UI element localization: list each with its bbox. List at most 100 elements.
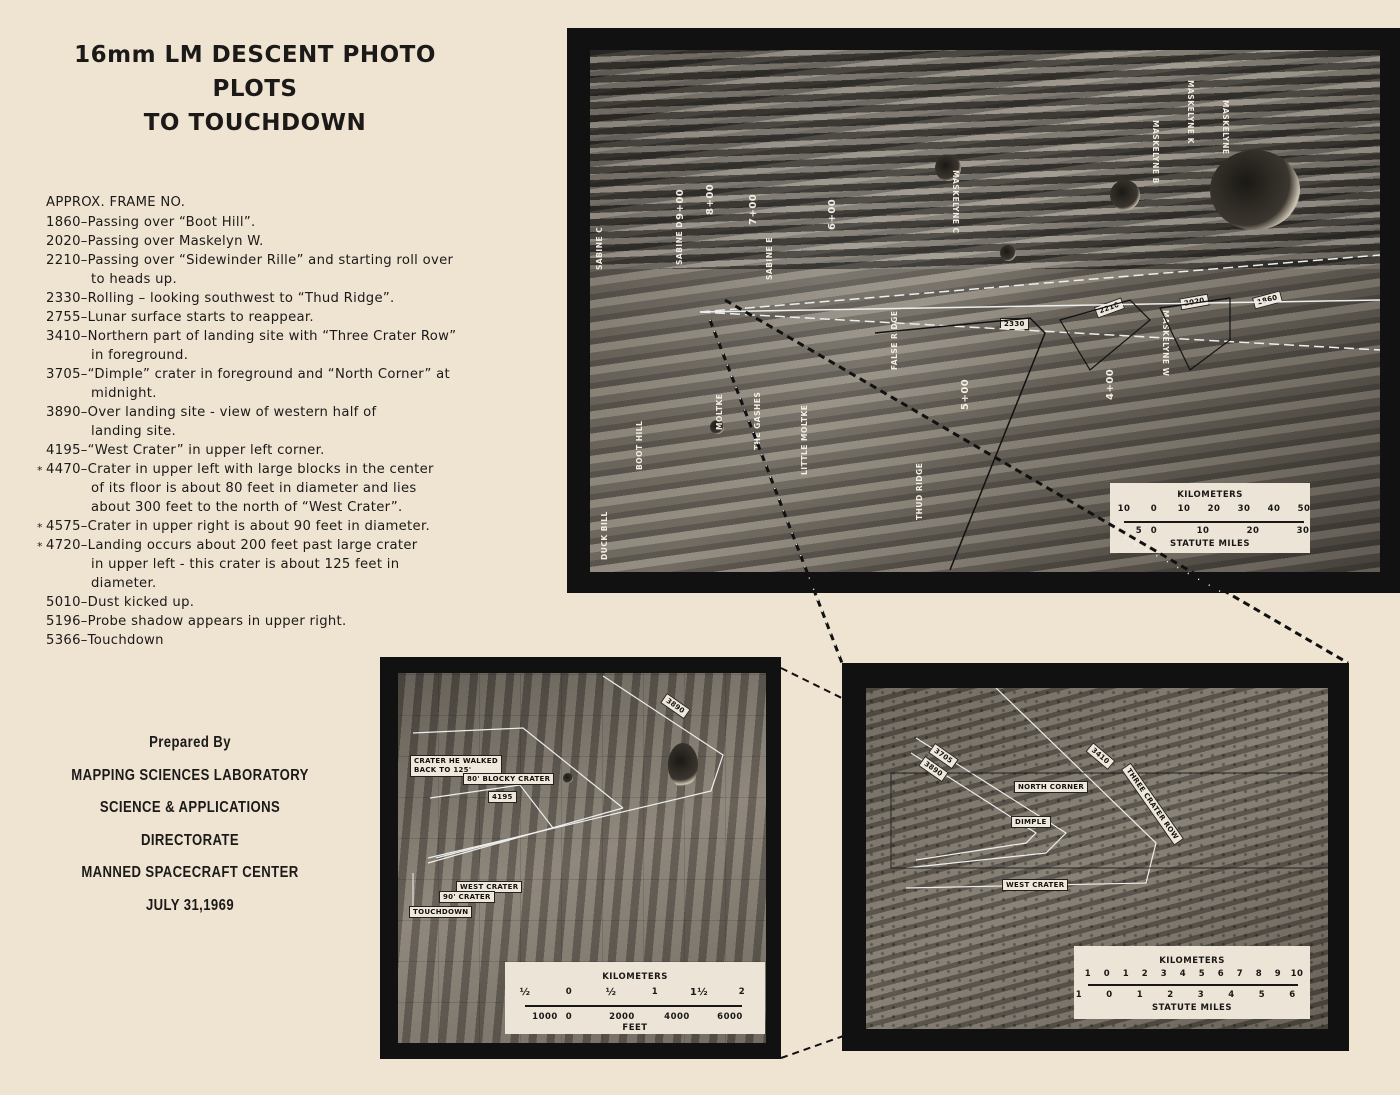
scale-tick: 2 xyxy=(1141,969,1149,979)
scale-tick: 3 xyxy=(1197,990,1205,1000)
label-north-corner: NORTH CORNER xyxy=(1014,781,1089,793)
scale-line xyxy=(1124,521,1304,523)
scale-tick: 7 xyxy=(1236,969,1244,979)
dash: – xyxy=(80,291,88,306)
frame-entry: 3890 – Over landing site - view of weste… xyxy=(46,403,486,422)
frame-description: Passing over Maskelyn W. xyxy=(87,234,264,249)
frame-description: midnight. xyxy=(91,386,157,401)
scale-tick: 4 xyxy=(1179,969,1187,979)
prepared-by: Prepared By xyxy=(149,734,231,751)
label-west-crater: WEST CRATER xyxy=(1002,879,1069,891)
dash: – xyxy=(80,215,88,230)
top-map-frame: MASKELYNE K MASKELYNE MASKELYNE B MASKEL… xyxy=(567,28,1400,593)
crater xyxy=(668,743,698,787)
scale-tick: 6 xyxy=(1289,990,1296,1000)
tag-line: BACK TO 125' xyxy=(414,766,472,774)
frame-description: in upper left - this crater is about 125… xyxy=(91,557,400,572)
crater xyxy=(1000,245,1016,261)
frame-number: 5010 xyxy=(46,595,81,610)
scale-tick: 0 xyxy=(1150,526,1158,536)
frame-entry: 4195 – “West Crater” in upper left corne… xyxy=(46,441,486,460)
scale-tick: 2 xyxy=(738,987,746,997)
frame-list: APPROX. FRAME NO. 1860 – Passing over “B… xyxy=(37,193,486,650)
dash: – xyxy=(80,633,88,648)
scale-tick: 20 xyxy=(1207,504,1221,514)
credit-lab: MAPPING SCIENCES LABORATORY xyxy=(71,766,309,784)
credit-directorate: SCIENCE & APPLICATIONS DIRECTORATE xyxy=(99,799,281,849)
frame-number: 4195 xyxy=(46,443,81,458)
credits-block: Prepared By MAPPING SCIENCES LABORATORY … xyxy=(51,727,330,922)
label-touchdown: TOUCHDOWN xyxy=(409,906,473,918)
title-line-2: TO TOUCHDOWN xyxy=(143,110,367,136)
frame-description: Passing over “Sidewinder Rille” and star… xyxy=(87,253,454,268)
dash: – xyxy=(80,538,88,553)
dash: – xyxy=(80,519,88,534)
dash: – xyxy=(80,310,88,325)
frame-number: 4575 xyxy=(37,517,81,537)
scale-tick: 6 xyxy=(1217,969,1225,979)
scale-tick: 9 xyxy=(1274,969,1282,979)
frame-description: Passing over “Boot Hill”. xyxy=(87,215,256,230)
frame-number: 4720 xyxy=(37,536,81,556)
scale-tick: 30 xyxy=(1296,526,1310,536)
scale-title-kilometers: KILOMETERS xyxy=(1177,490,1243,500)
bottom-left-scale-bar: KILOMETERS ½ 0 ½ 1 1½ 2 1000 0 2000 4000… xyxy=(505,962,765,1034)
frame-entry-continuation: in foreground. xyxy=(46,346,486,365)
scale-tick: 6000 xyxy=(717,1012,743,1022)
scale-title-miles: STATUTE MILES xyxy=(1170,539,1250,549)
scale-tick: 0 xyxy=(565,1012,573,1022)
scale-line xyxy=(525,1005,742,1007)
frame-description: Dust kicked up. xyxy=(87,595,195,610)
frame-entry: 2330 – Rolling – looking southwest to “T… xyxy=(46,289,486,308)
label-blocky-crater: 80' BLOCKY CRATER xyxy=(463,773,555,785)
frame-entry: 4575 – Crater in upper right is about 90… xyxy=(37,517,486,537)
scale-title-kilometers: KILOMETERS xyxy=(1159,956,1225,966)
footprint-overlay xyxy=(412,675,724,913)
scale-tick: 50 xyxy=(1297,504,1311,514)
dash: – xyxy=(80,329,88,344)
dash: – xyxy=(80,595,88,610)
dash: – xyxy=(80,367,88,382)
frame-description: “West Crater” in upper left corner. xyxy=(87,443,325,458)
scale-tick: 5 xyxy=(1198,969,1206,979)
frame-entry: 4470 – Crater in upper left with large b… xyxy=(37,460,486,480)
frame-number: 2210 xyxy=(46,253,81,268)
frame-description: about 300 feet to the north of “West Cra… xyxy=(91,500,403,515)
frame-entry-continuation: about 300 feet to the north of “West Cra… xyxy=(46,498,486,517)
frame-entry-continuation: of its floor is about 80 feet in diamete… xyxy=(46,479,486,498)
scale-tick: 0 xyxy=(1103,969,1111,979)
dash: – xyxy=(80,253,88,268)
scale-tick: 0 xyxy=(565,987,573,997)
scale-tick: 5 xyxy=(1135,526,1143,536)
frame-entries: 1860 – Passing over “Boot Hill”.2020 – P… xyxy=(37,213,486,650)
frame-entry-continuation: to heads up. xyxy=(46,270,486,289)
scale-tick: ½ xyxy=(519,987,531,998)
bottom-right-map-frame: 3705 3890 3410 NORTH CORNER DIMPLE WEST … xyxy=(842,663,1349,1051)
crater xyxy=(1110,180,1140,210)
frame-description: “Dimple” crater in foreground and “North… xyxy=(87,367,451,382)
scale-tick: 4 xyxy=(1228,990,1235,1000)
dash: – xyxy=(80,234,88,249)
scale-tick: 1½ xyxy=(689,987,709,998)
frame-description: Over landing site - view of western half… xyxy=(87,405,377,420)
frame-entry: 2020 – Passing over Maskelyn W. xyxy=(46,232,486,251)
dash: – xyxy=(80,462,88,477)
scale-title-feet: FEET xyxy=(622,1023,648,1033)
frame-entry: 2210 – Passing over “Sidewinder Rille” a… xyxy=(46,251,486,270)
frame-number: 3705 xyxy=(46,367,81,382)
scale-tick: 10 xyxy=(1290,969,1304,979)
frame-description: Landing occurs about 200 feet past large… xyxy=(87,538,418,553)
dash: – xyxy=(80,405,88,420)
frame-description: to heads up. xyxy=(91,272,177,287)
frame-description: Rolling – looking southwest to “Thud Rid… xyxy=(87,291,395,306)
crater xyxy=(563,773,573,783)
scale-tick: 1 xyxy=(1075,990,1083,1000)
frame-number: 3890 xyxy=(46,405,81,420)
scale-tick: 10 xyxy=(1196,526,1210,536)
dash: – xyxy=(80,614,88,629)
frame-description: landing site. xyxy=(91,424,176,439)
scale-tick: 8 xyxy=(1255,969,1263,979)
frame-number: 2330 xyxy=(46,291,81,306)
title-line-1: 16mm LM DESCENT PHOTO PLOTS xyxy=(74,42,436,102)
